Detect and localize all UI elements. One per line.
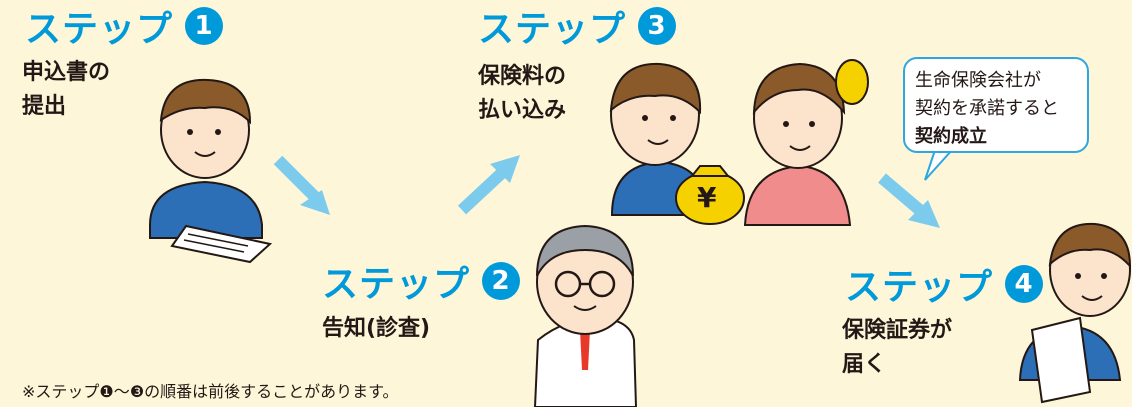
step-2-label: ステップ — [322, 264, 471, 305]
step-3-description: 保険料の 払い込み — [478, 64, 567, 123]
step-1-label: ステップ — [25, 9, 174, 50]
step-2-title: ステップ 2 — [322, 255, 521, 307]
bubble-line-3: 契約成立 — [915, 126, 987, 147]
step-4-label: ステップ — [845, 267, 994, 308]
step-4-title: ステップ 4 — [845, 258, 1044, 310]
person-reading — [1018, 222, 1132, 404]
step-4-description: 保険証券が 届く — [842, 318, 953, 377]
step-3-title: ステップ 3 — [478, 0, 677, 52]
money-bag-icon — [675, 165, 745, 225]
step-1-description: 申込書の 提出 — [22, 60, 111, 119]
bubble-line-1: 生命保険会社が — [915, 70, 1041, 91]
arrow-step3-to-step4 — [878, 173, 940, 228]
step-1-title: ステップ 1 — [25, 0, 224, 52]
step-3-number-badge: 3 — [638, 7, 677, 45]
yen-symbol: ¥ — [697, 181, 717, 214]
step-3-label: ステップ — [478, 9, 627, 50]
step-2-number-badge: 2 — [482, 262, 521, 300]
person-receiving — [743, 59, 869, 226]
contract-speech-bubble: 生命保険会社が 契約を承諾すると 契約成立 — [903, 57, 1089, 153]
bubble-line-2: 契約を承諾すると — [915, 98, 1059, 119]
step-4-number-badge: 4 — [1005, 265, 1044, 303]
order-note: ※ステップ❶〜❸の順番は前後することがあります。 — [22, 382, 399, 401]
arrow-step1-to-step2 — [273, 155, 330, 215]
person-writing — [149, 78, 273, 264]
arrow-step2-to-step3 — [457, 155, 520, 215]
doctor — [533, 224, 638, 407]
step-1-number-badge: 1 — [185, 7, 224, 45]
step-2-description: 告知(診査) — [322, 316, 431, 341]
speech-bubble-tail — [924, 149, 955, 181]
